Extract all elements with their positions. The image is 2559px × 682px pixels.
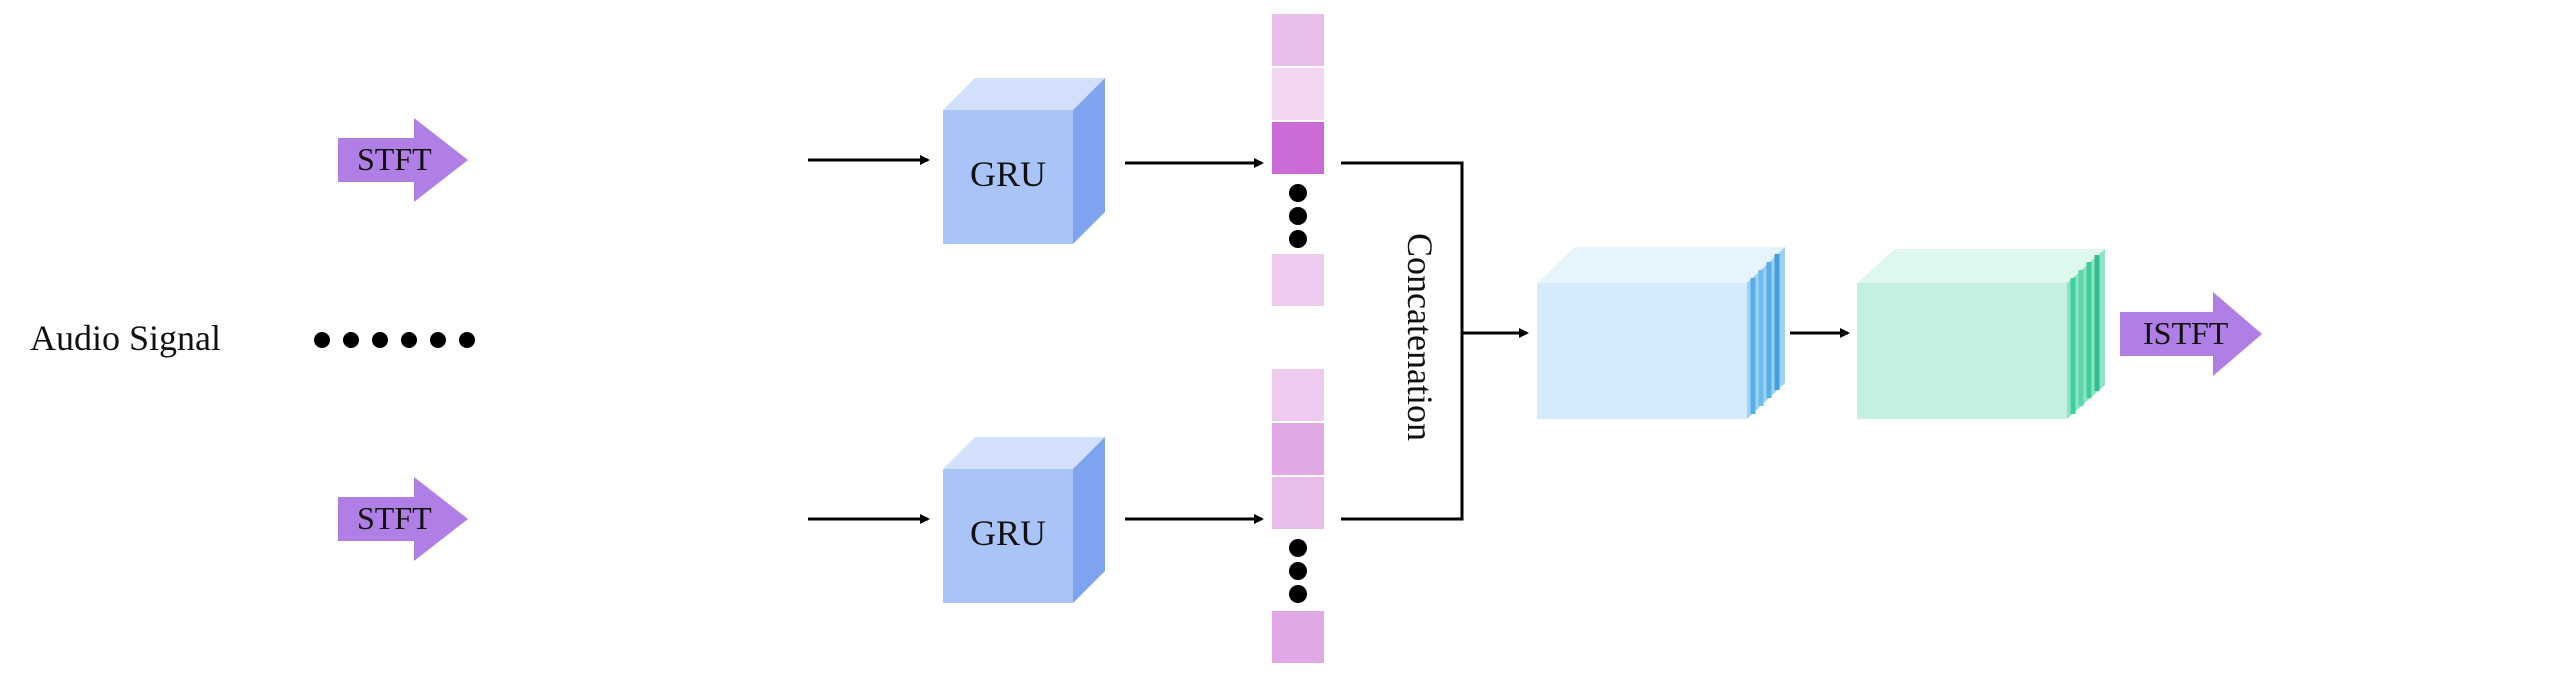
istft-arrow: ISTFT xyxy=(2120,292,2262,376)
feature-block-icon xyxy=(1537,247,1785,419)
gru-cube-icon: GRU xyxy=(943,437,1105,603)
stft-arrow-top: STFT xyxy=(338,118,468,202)
audio-waveform-icon xyxy=(14,79,270,245)
spectrum-waveform-icon xyxy=(533,436,800,602)
concatenation-label: Concatenation xyxy=(1400,233,1440,441)
stft-arrow-bottom: STFT xyxy=(338,477,468,561)
audio-waveform-icon xyxy=(14,435,270,601)
stft-label: STFT xyxy=(357,500,432,536)
gru-cube-icon: GRU xyxy=(943,78,1105,244)
feature-block-icon xyxy=(1857,249,2105,419)
spectrum-waveform-icon xyxy=(533,77,800,243)
stft-label: STFT xyxy=(357,141,432,177)
feature-vector-bottom xyxy=(1270,367,1326,665)
ellipsis-dots xyxy=(314,332,475,348)
gru-label: GRU xyxy=(970,513,1046,553)
feature-vector-top xyxy=(1270,12,1326,308)
gru-label: GRU xyxy=(970,154,1046,194)
concat-connector-bottom xyxy=(1341,333,1464,521)
output-waveform-icon xyxy=(2306,253,2558,419)
istft-label: ISTFT xyxy=(2143,315,2229,351)
audio-signal-label: Audio Signal xyxy=(30,318,221,358)
concat-connector-top xyxy=(1341,161,1464,333)
